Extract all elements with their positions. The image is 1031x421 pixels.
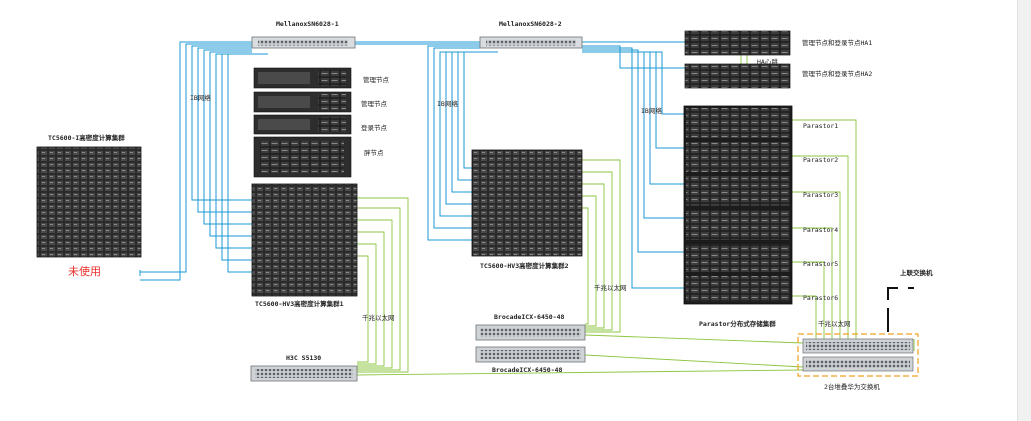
tc5600-i-label: TC5600-I高密度计算集群 — [48, 134, 125, 142]
parastor-6-label: Parastor6 — [803, 294, 839, 302]
parastor-5-label: Parastor5 — [803, 260, 839, 268]
mellanox-switch-2 — [479, 36, 583, 49]
hv3-cluster-2-chassis — [471, 149, 583, 257]
fat-node — [253, 136, 352, 178]
management-node-2-label: 管理节点 — [361, 100, 387, 108]
uplink-indicator — [887, 287, 914, 332]
parastor-2-label: Parastor2 — [803, 156, 839, 164]
ha-server-1 — [684, 30, 791, 56]
brocade-switch-1 — [475, 324, 586, 341]
parastor-3-label: Parastor3 — [803, 191, 839, 199]
hv3-cluster-1-chassis — [251, 183, 358, 297]
mellanox-switch-1-label: MellanoxSN6028-1 — [276, 20, 339, 28]
h3c-switch — [250, 365, 358, 382]
ib-network-label-2: IB网络 — [437, 100, 458, 108]
login-node-label: 登录节点 — [361, 124, 387, 132]
tc5600-i-chassis — [36, 146, 142, 258]
vertical-scrollbar[interactable] — [1017, 0, 1031, 421]
fat-node-label: 胖节点 — [364, 149, 384, 157]
unused-label: 未使用 — [68, 265, 101, 278]
management-node-2 — [253, 91, 352, 113]
mellanox-switch-2-label: MellanoxSN6028-2 — [499, 20, 562, 28]
brocade-switch-2-label: BrocadeICX-6450-48 — [492, 366, 563, 374]
hv3-cluster-2-label: TC5600-HV3高密度计算集群2 — [480, 262, 569, 270]
login-node — [253, 114, 352, 135]
storage-cluster-label: Parastor分布式存储集群 — [699, 320, 776, 328]
parastor-rack — [683, 105, 793, 305]
parastor-4-label: Parastor4 — [803, 226, 839, 234]
gbe-label-2: 千兆以太网 — [594, 284, 627, 292]
parastor-1-label: Parastor1 — [803, 122, 839, 130]
gbe-network-lines — [355, 55, 915, 376]
mellanox-switch-1 — [251, 36, 356, 49]
ib-network-lines — [139, 41, 685, 289]
uplink-switch-title: 上联交换机 — [900, 269, 933, 277]
ha-server-2 — [684, 63, 791, 89]
heartbeat-label: HA心跳 — [757, 58, 778, 66]
huawei-switch-label: 2台堆叠华为交换机 — [824, 383, 880, 391]
ha1-label: 管理节点和登录节点HA1 — [802, 39, 873, 47]
ha2-label: 管理节点和登录节点HA2 — [802, 70, 873, 78]
brocade-switch-2 — [475, 346, 586, 363]
hv3-cluster-1-label: TC5600-HV3高密度计算集群1 — [255, 300, 344, 308]
ib-network-label-3: IB网络 — [641, 107, 662, 115]
management-node-1 — [253, 67, 352, 89]
uplink-switch-group — [797, 333, 919, 377]
management-node-1-label: 管理节点 — [363, 76, 389, 84]
brocade-switch-1-label: BrocadeICX-6450-48 — [494, 313, 565, 321]
gbe-label-1: 千兆以太网 — [362, 314, 395, 322]
h3c-switch-label: H3C S5130 — [286, 354, 322, 362]
ib-network-label-1: IB网络 — [190, 94, 211, 102]
gbe-label-3: 千兆以太网 — [818, 320, 851, 328]
